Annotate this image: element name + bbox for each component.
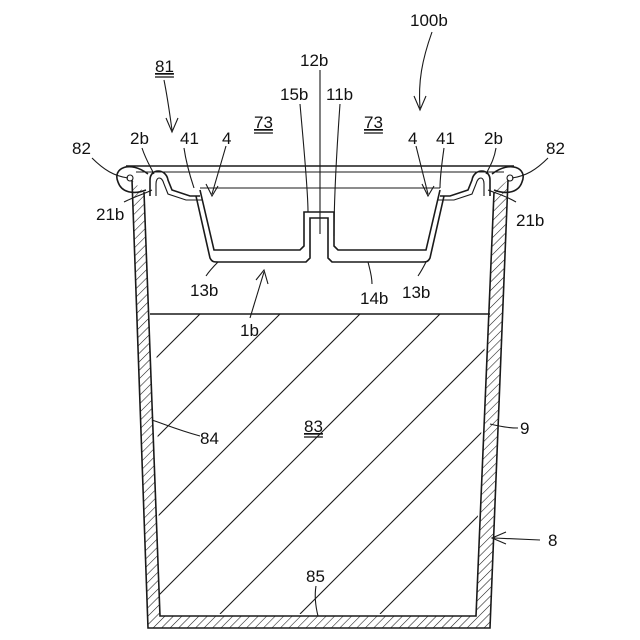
label-bottom: 85: [306, 567, 325, 586]
label-lid-flange-right: 2b: [484, 129, 503, 148]
label-recess-space-right: 73: [364, 113, 383, 132]
label-boss-inner: 11b: [326, 85, 353, 104]
label-lid: 1b: [240, 321, 259, 340]
label-recess-wall-right: 4: [408, 129, 417, 148]
label-lid-assembly: 81: [155, 57, 174, 76]
label-rim-curl-right: 82: [546, 139, 565, 158]
label-lid-rim-seal-left: 21b: [96, 205, 124, 224]
label-side-wall: 9: [520, 419, 529, 438]
label-boss-side: 15b: [280, 85, 308, 104]
label-recess-bottom-right: 13b: [402, 283, 430, 302]
label-recess-space-left: 73: [254, 113, 273, 132]
cup-wall-hatching: [132, 180, 508, 628]
lid-flange-right: [440, 171, 490, 196]
label-recess-bottom-left: 13b: [190, 281, 218, 300]
label-inner-surface: 84: [200, 429, 219, 448]
label-step-right: 41: [436, 129, 455, 148]
label-assembly: 100b: [410, 11, 448, 30]
label-lid-rim-seal-right: 21b: [516, 211, 544, 230]
label-bottom-plate: 14b: [360, 289, 388, 308]
label-cup: 8: [548, 531, 557, 550]
cup-body: [132, 180, 508, 628]
label-step-left: 41: [180, 129, 199, 148]
label-lid-flange-left: 2b: [130, 129, 149, 148]
label-boss: 12b: [300, 51, 328, 70]
label-recess-wall-left: 4: [222, 129, 231, 148]
label-rim-curl-left: 82: [72, 139, 91, 158]
cup-outer-wall: [132, 180, 508, 628]
label-content: 83: [304, 417, 323, 436]
